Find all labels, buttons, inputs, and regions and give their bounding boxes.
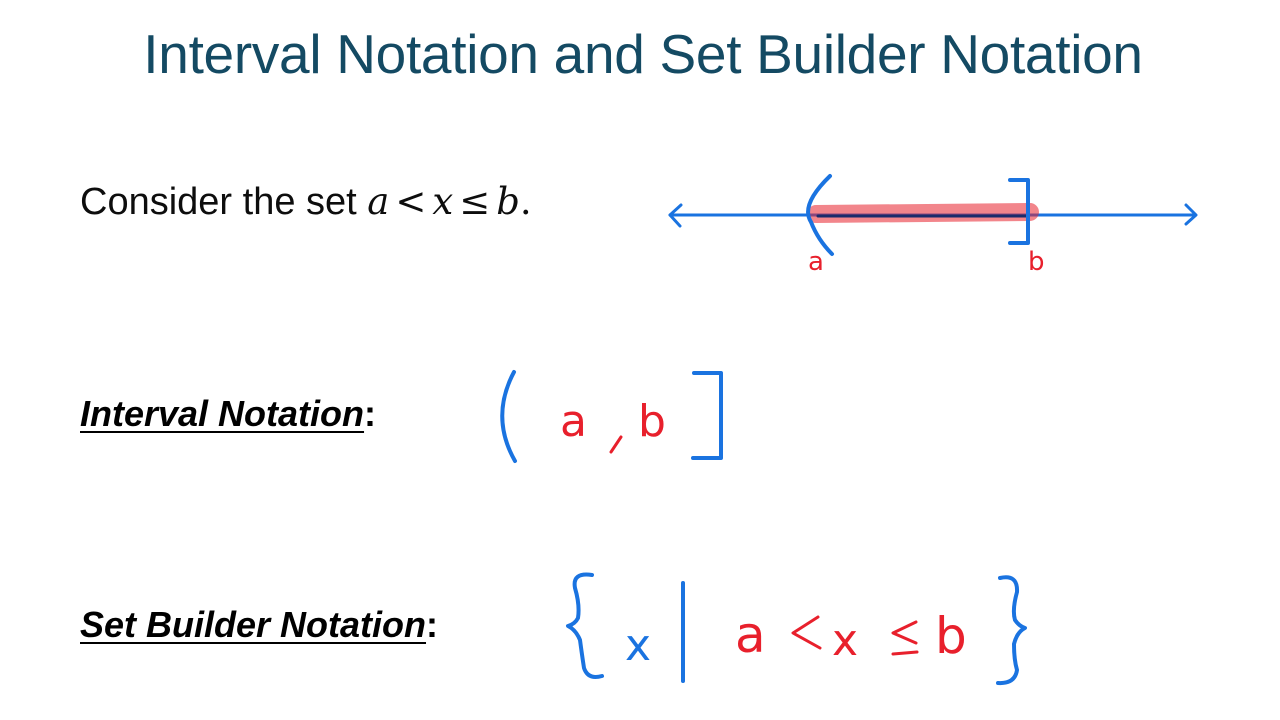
consider-text: Consider the set: [80, 181, 368, 223]
set-builder-handwritten: [566, 572, 1027, 686]
interval-b: b: [638, 396, 666, 447]
math-less-equal: ≤: [459, 180, 491, 223]
set-builder-notation-heading: Set Builder Notation: [80, 604, 427, 645]
close-brace-icon: [996, 575, 1027, 686]
shaded-interval: [807, 203, 1039, 223]
inequality-math: a<x≤b.: [367, 180, 531, 223]
set-builder-x: x: [832, 615, 858, 666]
interval-a: a: [560, 396, 587, 447]
set-builder-b: b: [935, 607, 967, 665]
consider-statement: Consider the set a<x≤b.: [80, 180, 532, 224]
number-line-label-a: a: [808, 247, 824, 277]
number-line: [668, 174, 1198, 256]
interval-notation-heading: Interval Notation: [80, 393, 365, 434]
interval-notation-label: Interval Notation:: [80, 393, 376, 435]
math-b: b: [496, 180, 520, 223]
math-period: .: [519, 180, 532, 223]
interval-open-paren-icon: [500, 370, 517, 463]
set-builder-notation-label: Set Builder Notation:: [80, 604, 438, 646]
math-a: a: [367, 180, 390, 223]
set-builder-variable-x: x: [625, 620, 651, 671]
open-brace-icon: [566, 572, 604, 679]
interval-notation-handwritten: [500, 370, 723, 463]
interval-comma: [609, 435, 623, 454]
math-x: x: [432, 180, 454, 223]
less-equal-symbol-top: [891, 620, 918, 645]
less-equal-symbol-bar: [891, 650, 919, 656]
set-builder-notation-colon: :: [426, 604, 439, 645]
closed-bracket-icon: [1008, 178, 1030, 245]
interval-close-bracket-icon: [691, 371, 723, 460]
math-less-than: <: [395, 180, 427, 223]
interval-notation-colon: :: [364, 393, 377, 434]
less-than-symbol: [791, 615, 822, 650]
set-builder-a: a: [735, 606, 766, 664]
number-line-label-b: b: [1028, 247, 1045, 277]
right-arrow-icon: [1184, 203, 1198, 226]
open-paren-icon: [806, 174, 834, 256]
slide-title: Interval Notation and Set Builder Notati…: [143, 23, 1143, 85]
left-arrow-icon: [668, 203, 683, 228]
